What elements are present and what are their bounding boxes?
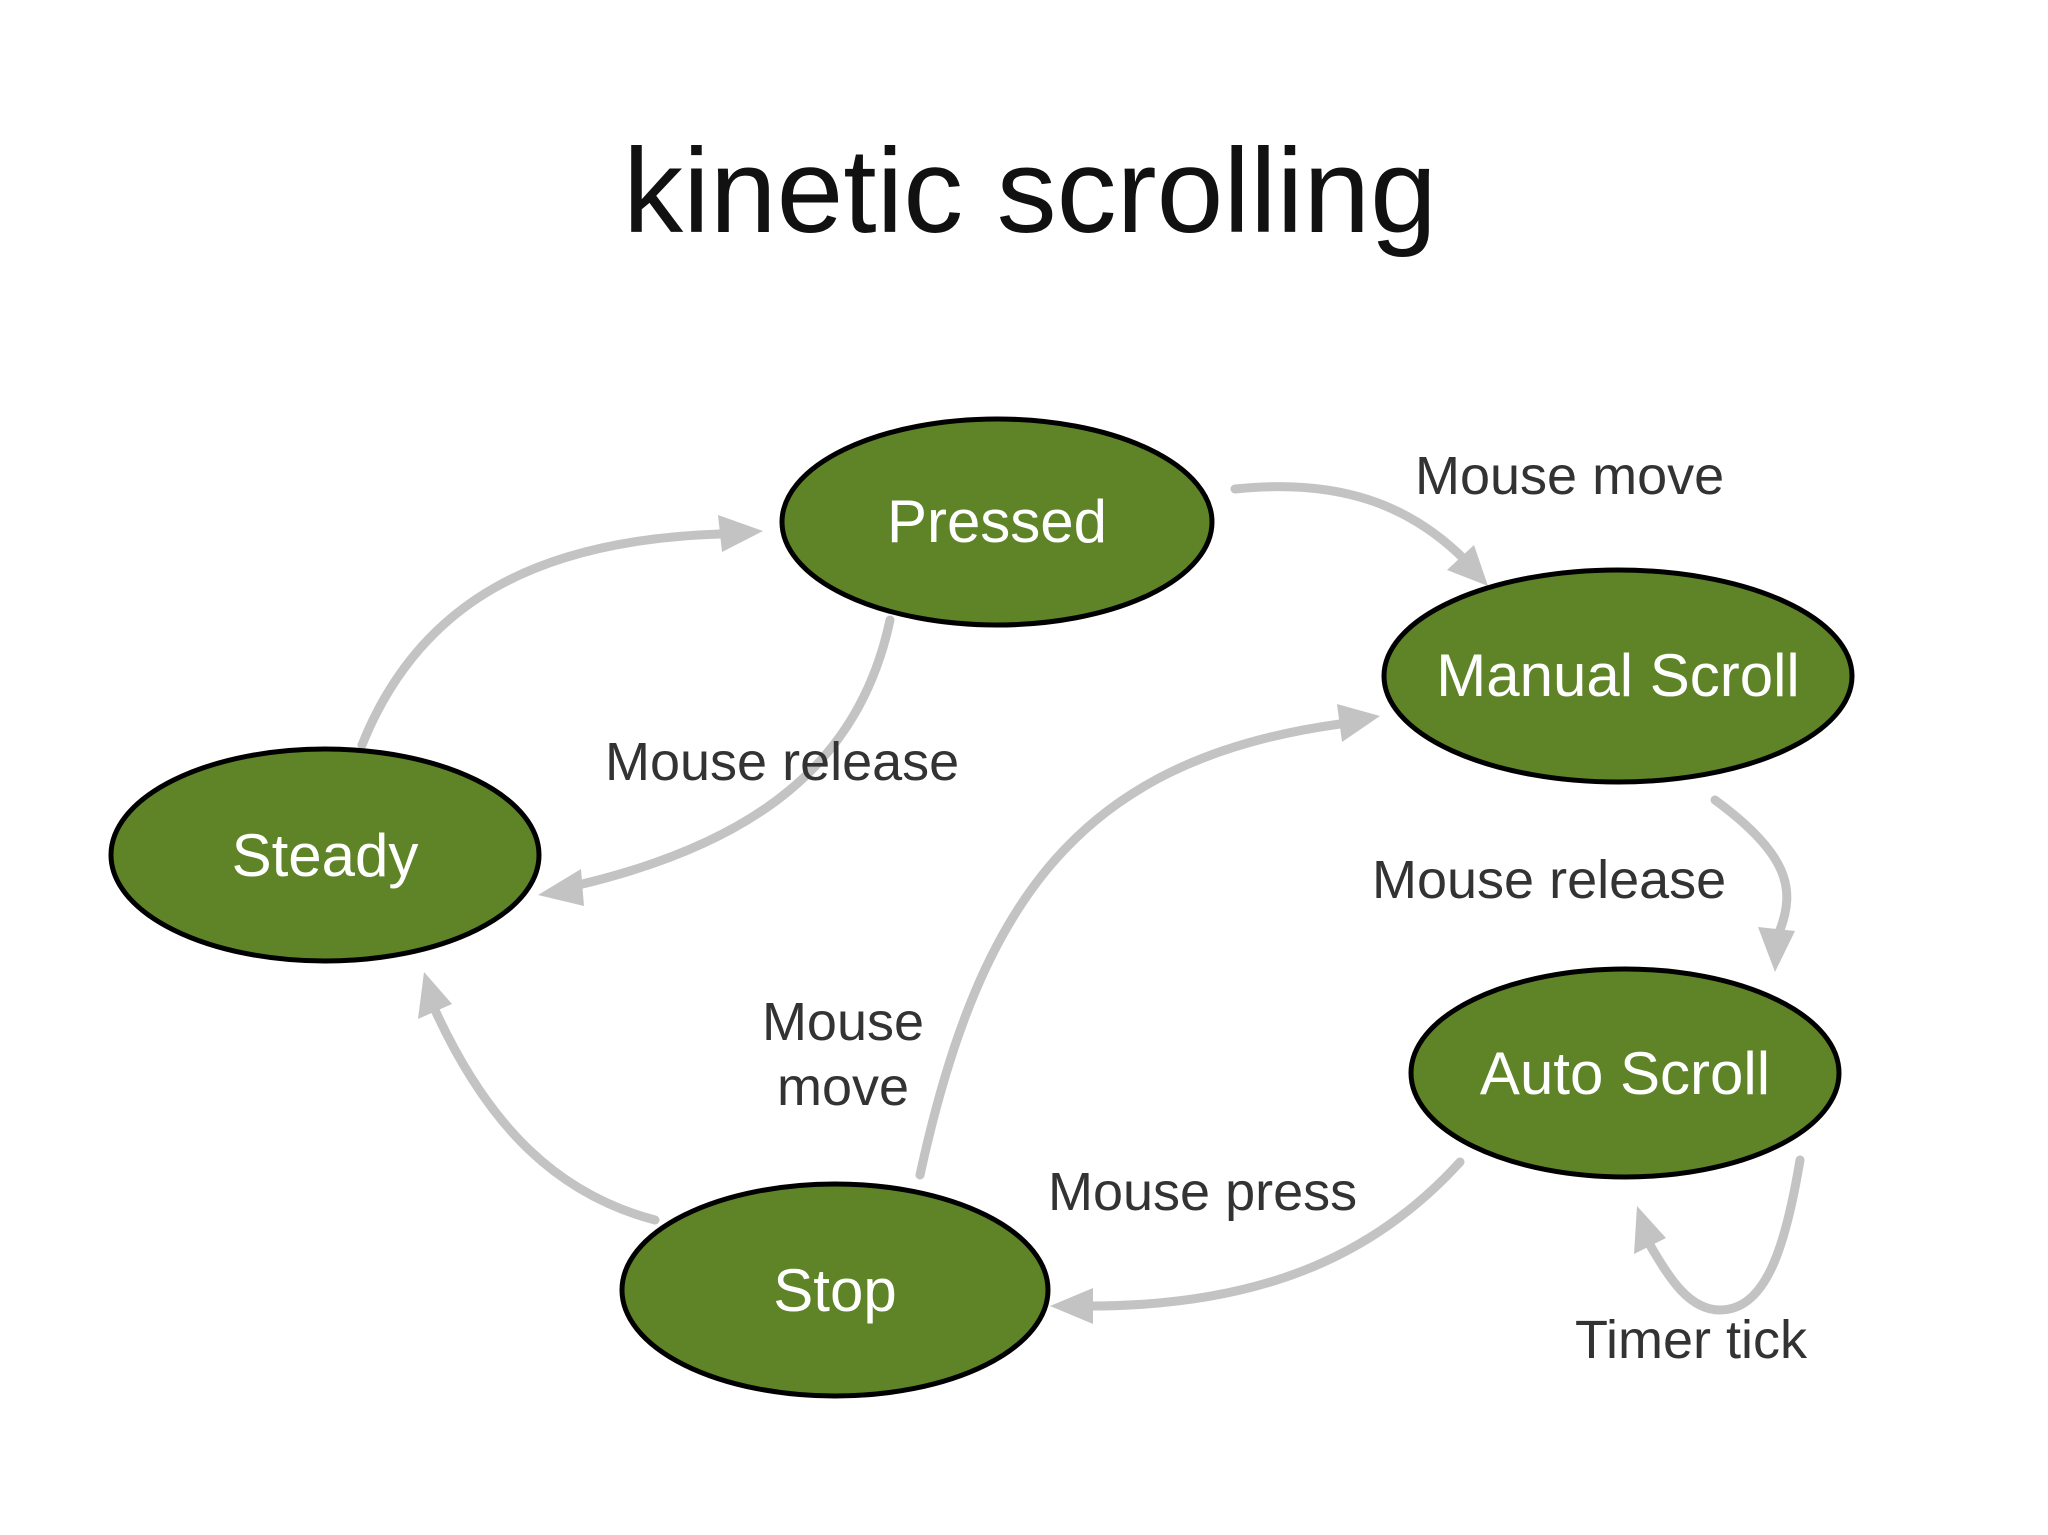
edge-label-auto-self: Timer tick (1575, 1310, 1808, 1370)
edge-label-stop-to-manual-line2: move (777, 1057, 909, 1117)
node-stop-shape (619, 1181, 1051, 1399)
edge-line (1710, 795, 1792, 935)
node-auto-scroll[interactable]: Auto Scroll (1408, 966, 1842, 1180)
node-auto-scroll-label: Auto Scroll (1480, 1040, 1770, 1107)
node-manual-scroll[interactable]: Manual Scroll (1381, 567, 1855, 785)
node-stop[interactable]: Stop (619, 1181, 1051, 1399)
diagram-title: kinetic scrolling (623, 124, 1437, 258)
node-steady[interactable]: Steady (108, 746, 542, 964)
node-auto-scroll-shape (1408, 966, 1842, 1180)
node-pressed-shape (779, 416, 1215, 628)
node-manual-scroll-shape (1381, 567, 1855, 785)
edge-pressed-to-steady (538, 615, 895, 906)
edge-label-pressed-to-steady: Mouse release (605, 732, 959, 792)
arrowhead (1447, 545, 1488, 586)
edge-label-auto-to-stop: Mouse press (1048, 1162, 1357, 1222)
edge-line (430, 1005, 660, 1225)
edge-auto-scroll-to-stop (1050, 1157, 1465, 1324)
arrowhead (538, 869, 584, 906)
edge-line (915, 719, 1345, 1180)
edge-line (1645, 1155, 1805, 1315)
node-pressed[interactable]: Pressed (779, 416, 1215, 628)
edge-stop-to-manual-scroll (915, 704, 1380, 1180)
arrowhead (1758, 927, 1795, 972)
arrowhead (1337, 704, 1380, 742)
edge-auto-scroll-self-loop (1634, 1155, 1805, 1315)
edge-line (1085, 1157, 1465, 1311)
arrowhead (1050, 1288, 1093, 1324)
arrowhead (418, 972, 452, 1019)
edge-stop-to-steady (418, 972, 660, 1225)
arrowhead (718, 515, 763, 552)
node-manual-scroll-label: Manual Scroll (1436, 642, 1800, 709)
edge-steady-to-pressed (357, 515, 763, 750)
edge-label-manual-to-auto: Mouse release (1372, 850, 1726, 910)
arrowhead (1634, 1206, 1666, 1254)
edge-manual-scroll-to-auto-scroll (1710, 795, 1795, 972)
node-stop-label: Stop (773, 1257, 896, 1324)
edge-label-stop-to-manual-line1: Mouse (762, 992, 924, 1052)
edge-line (357, 529, 725, 750)
node-pressed-label: Pressed (887, 488, 1107, 555)
node-steady-label: Steady (232, 822, 419, 889)
edge-line (560, 615, 895, 893)
edge-label-pressed-to-manual: Mouse move (1415, 446, 1724, 506)
edge-line (1230, 482, 1470, 565)
edge-pressed-to-manual-scroll (1230, 482, 1488, 586)
node-steady-shape (108, 746, 542, 964)
